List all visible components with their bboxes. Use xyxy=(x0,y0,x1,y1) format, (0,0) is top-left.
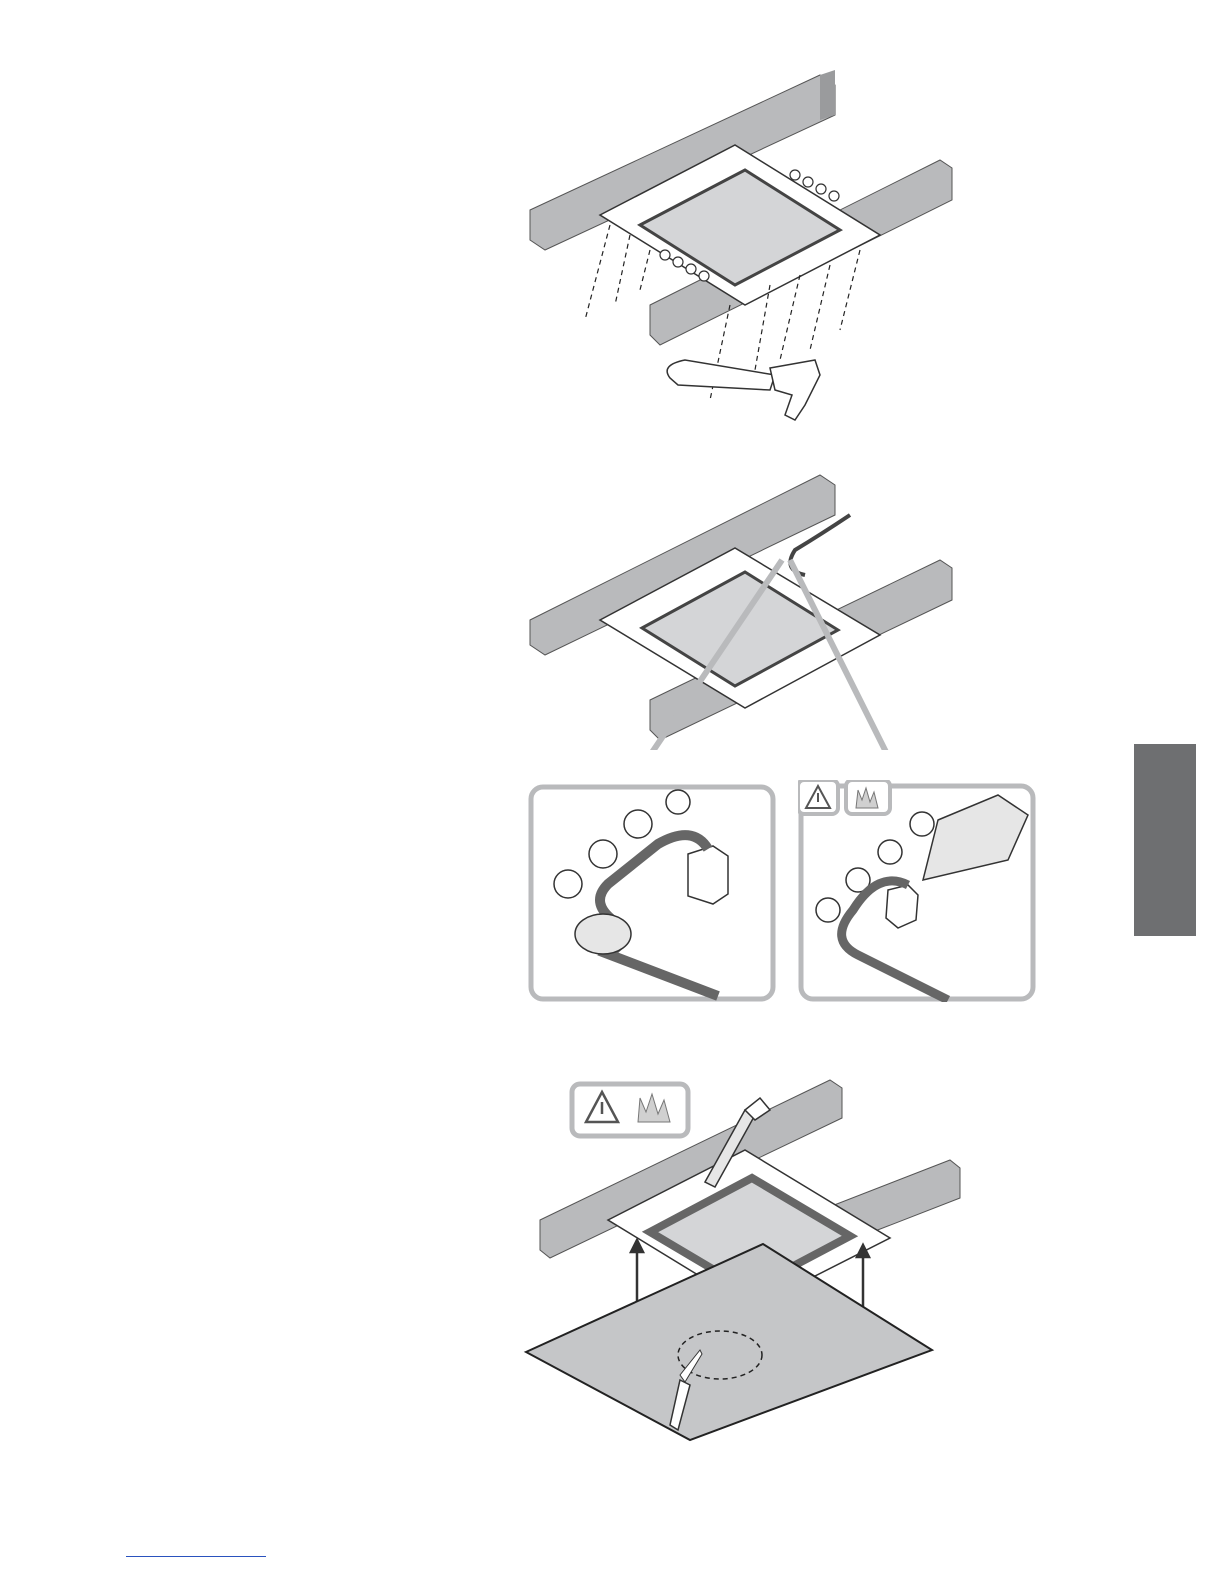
warning-triangle-icon xyxy=(798,780,838,814)
cable-clip xyxy=(575,914,631,954)
figure-step-1-nail-frame xyxy=(520,60,970,440)
figure-step-2-route-cable xyxy=(520,460,970,750)
cable-gland-sealed xyxy=(886,885,918,928)
footer-link-underline[interactable] xyxy=(126,1556,266,1557)
fire-barrier-icon xyxy=(846,780,890,814)
ceiling-panel xyxy=(526,1244,932,1440)
warning-badge xyxy=(572,1084,688,1136)
detail-seal-gland xyxy=(798,780,1036,1002)
section-side-tab xyxy=(1134,744,1196,936)
figure-step-3-install-panel xyxy=(520,1070,980,1460)
detail-cable-gland xyxy=(528,784,776,1002)
cable-gland xyxy=(688,846,728,904)
hammer-icon xyxy=(667,360,820,420)
